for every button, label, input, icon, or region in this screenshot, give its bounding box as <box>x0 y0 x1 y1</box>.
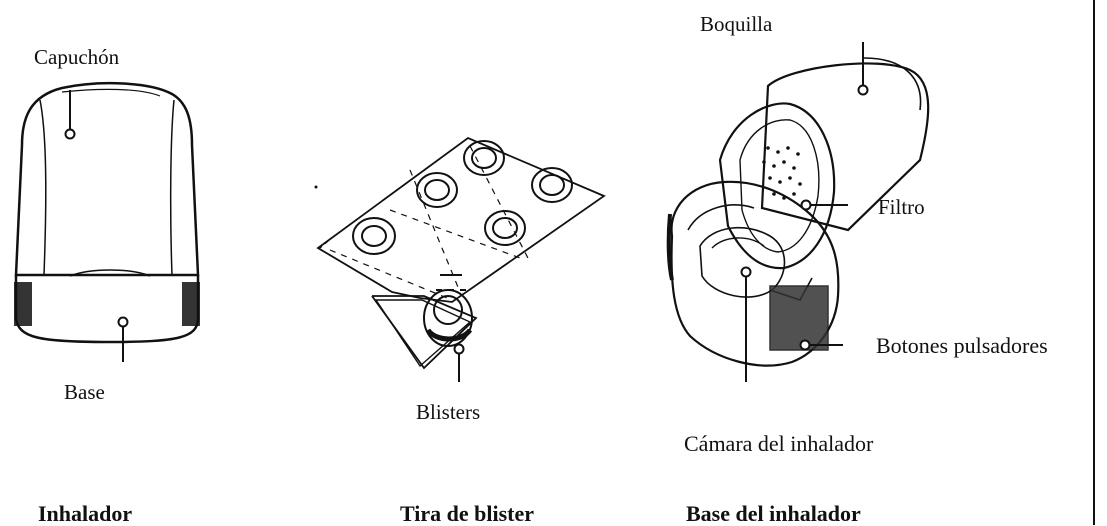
mouthpiece-leader-dot <box>857 84 869 96</box>
buttons-leader-dot <box>799 339 811 351</box>
base-leader-dot <box>117 316 129 328</box>
cap-leader-dot <box>64 128 76 140</box>
label-blisters: Blisters <box>416 400 481 424</box>
label-filter: Filtro <box>878 195 925 219</box>
caption-blister-strip: Tira de blister <box>400 501 535 526</box>
inhaler-base-drawing <box>666 42 930 382</box>
filter-leader-dot <box>800 199 812 211</box>
blister-strip-drawing <box>314 136 606 382</box>
label-mouthpiece: Boquilla <box>700 12 773 36</box>
caption-inhaler: Inhalador <box>38 501 133 526</box>
label-push-buttons: Botones pulsadores <box>876 333 1048 358</box>
blisters-leader-dot <box>453 343 465 355</box>
label-chamber: Cámara del inhalador <box>684 431 874 456</box>
label-cap: Capuchón <box>34 45 120 69</box>
chamber-leader-dot <box>740 266 752 278</box>
right-border-line <box>1093 0 1095 525</box>
label-base: Base <box>64 380 105 404</box>
inhaler-drawing <box>14 81 200 362</box>
caption-inhaler-base: Base del inhalador <box>686 501 861 526</box>
